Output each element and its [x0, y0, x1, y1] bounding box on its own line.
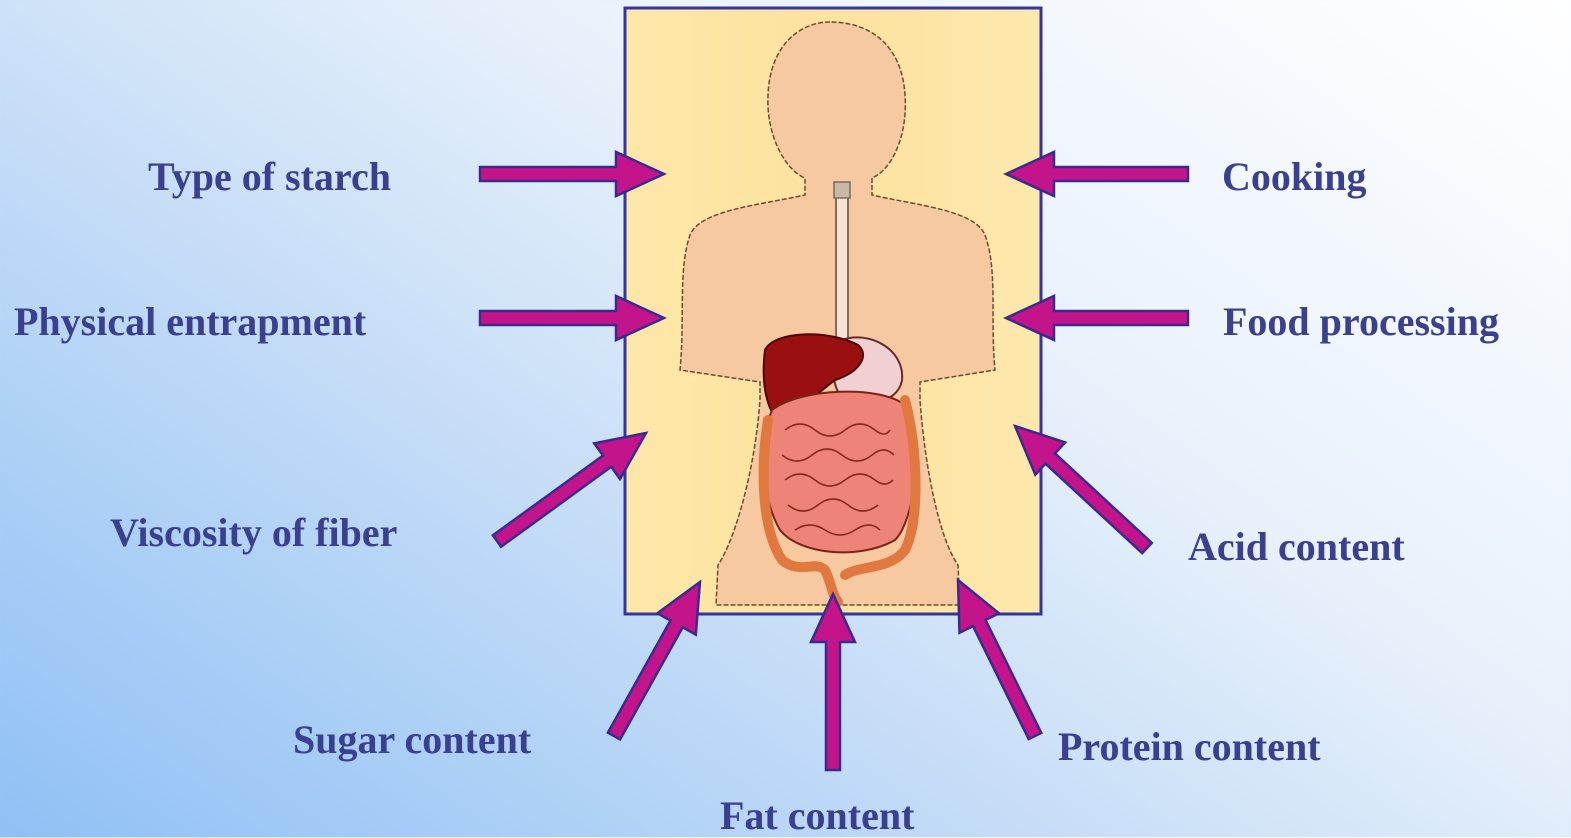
label-physical-entrapment: Physical entrapment — [14, 302, 366, 342]
label-food-processing: Food processing — [1223, 302, 1499, 342]
label-viscosity-of-fiber: Viscosity of fiber — [110, 513, 397, 553]
label-sugar-content: Sugar content — [293, 720, 531, 760]
label-type-of-starch: Type of starch — [148, 157, 391, 197]
label-protein-content: Protein content — [1058, 727, 1321, 767]
arrow-fat-content — [811, 594, 855, 770]
label-cooking: Cooking — [1222, 157, 1367, 197]
arrow-viscosity-of-fiber — [493, 433, 646, 547]
label-fat-content: Fat content — [720, 796, 914, 836]
esophagus-top — [834, 182, 850, 198]
small-intestine — [764, 392, 916, 553]
label-acid-content: Acid content — [1188, 527, 1405, 567]
esophagus — [836, 185, 848, 345]
